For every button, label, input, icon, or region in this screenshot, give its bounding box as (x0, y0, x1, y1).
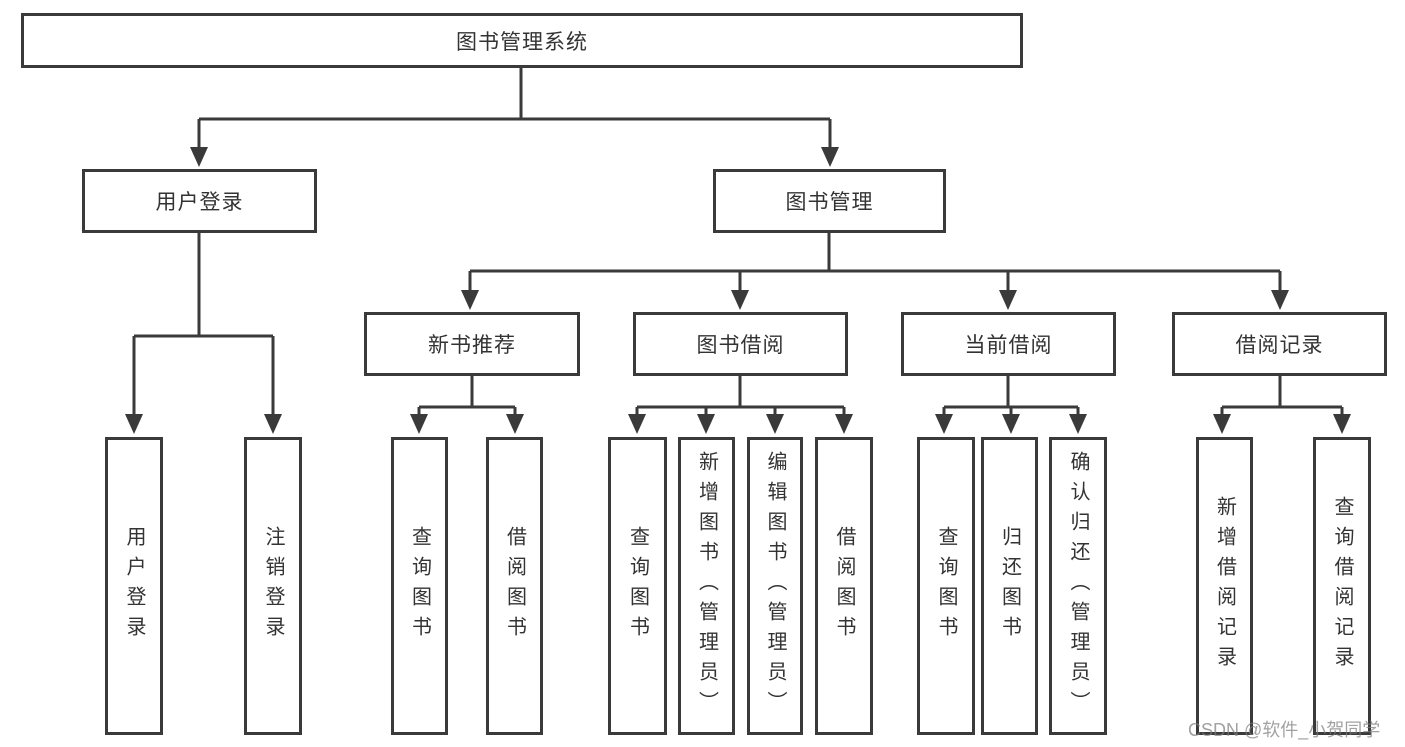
arrowhead-icon (1069, 414, 1087, 434)
arrowhead-icon (821, 147, 839, 167)
arrowhead-icon (1002, 414, 1020, 434)
node-user-login: 用户登录 (82, 169, 317, 233)
edge-userlogin-to-leaves (132, 233, 275, 416)
leaf-add-borrow-record: 新增借阅记录 (1196, 437, 1253, 735)
arrowhead-icon (1271, 290, 1289, 310)
edge-bookmgmt-to-level3 (468, 233, 1282, 292)
arrowhead-icon (731, 290, 749, 310)
node-new-book-recommend: 新书推荐 (364, 312, 580, 376)
edge-borrowing-to-leaves (635, 376, 846, 416)
leaf-logout: 注销登录 (244, 437, 302, 735)
csdn-watermark: CSDN @软件_小贺同学 (1188, 720, 1381, 740)
leaf-query-books-current: 查询图书 (917, 437, 975, 735)
node-book-borrowing: 图书借阅 (633, 312, 848, 376)
arrowhead-icon (264, 414, 282, 434)
node-borrowing-records: 借阅记录 (1172, 312, 1387, 376)
arrowhead-icon (697, 414, 715, 434)
leaf-borrow-books: 借阅图书 (815, 437, 873, 735)
leaf-user-login: 用户登录 (105, 437, 163, 735)
arrowhead-icon (999, 290, 1017, 310)
arrowhead-icon (1213, 414, 1231, 434)
leaf-edit-books-admin: 编辑图书（管理员） (747, 437, 803, 735)
arrowhead-icon (190, 147, 208, 167)
edge-records-to-leaves (1220, 376, 1344, 416)
edge-current-to-leaves (942, 376, 1080, 416)
leaf-borrow-books-recommend: 借阅图书 (486, 437, 543, 735)
edge-newrec-to-leaves (417, 376, 517, 416)
arrowhead-icon (628, 414, 646, 434)
arrowhead-icon (506, 414, 524, 434)
leaf-query-books-borrowing: 查询图书 (608, 437, 667, 735)
arrowhead-icon (766, 414, 784, 434)
node-root-system: 图书管理系统 (21, 13, 1023, 68)
leaf-confirm-return-admin: 确认归还（管理员） (1049, 437, 1107, 735)
leaf-return-books: 归还图书 (981, 437, 1038, 735)
arrowhead-icon (461, 290, 479, 310)
arrowhead-icon (935, 414, 953, 434)
leaf-query-borrow-record: 查询借阅记录 (1313, 437, 1371, 735)
node-current-borrowing: 当前借阅 (901, 312, 1116, 376)
leaf-add-books-admin: 新增图书（管理员） (678, 437, 735, 735)
node-book-management: 图书管理 (713, 169, 946, 233)
leaf-query-books-recommend: 查询图书 (391, 437, 448, 735)
edge-root-to-level2 (197, 68, 832, 150)
arrowhead-icon (125, 414, 143, 434)
arrowhead-icon (410, 414, 428, 434)
arrowhead-icon (835, 414, 853, 434)
arrowhead-icon (1333, 414, 1351, 434)
